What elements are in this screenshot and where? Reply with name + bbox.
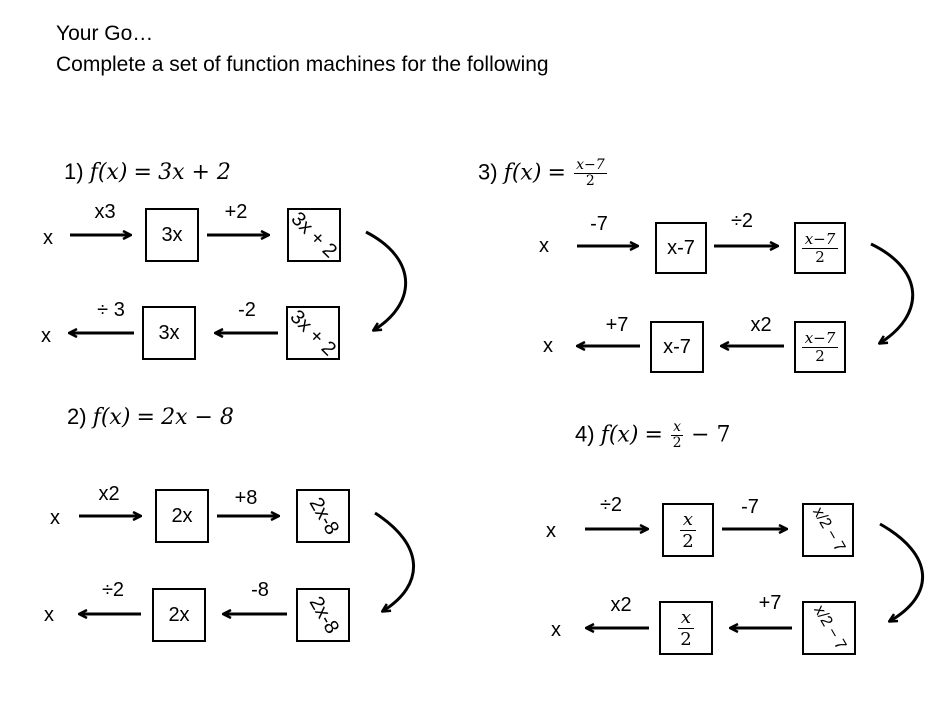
p3-forward-op1: -7 <box>590 213 608 235</box>
p4-inverse-op1: x2 <box>610 594 632 616</box>
p1-result-x: x <box>41 325 51 347</box>
p4-inverse-box1-denominator: 2 <box>680 628 692 650</box>
p2-forward-box2-text: 2x-8 <box>304 493 343 539</box>
p2-result-x: x <box>44 604 54 626</box>
p1-inverse-box1-text: 3x <box>158 321 180 344</box>
heading-your-go: Your Go… <box>56 22 154 45</box>
p1-forward-box1: 3x <box>145 208 199 262</box>
p3-forward-box2-fraction: x−7 2 <box>801 230 839 266</box>
p4-forward-op1: ÷2 <box>599 494 623 516</box>
p4-result-x: x <box>551 619 561 641</box>
p1-number: 1) <box>64 159 84 184</box>
p3-inverse-box2: x−7 2 <box>794 321 846 373</box>
p3-forward-box2-denominator: 2 <box>815 247 825 266</box>
heading-instructions: Complete a set of function machines for … <box>56 53 549 76</box>
p2-forward-box2: 2x-8 <box>296 489 350 543</box>
p2-expression: 2x − 8 <box>161 405 234 430</box>
p2-forward-box1: 2x <box>155 489 209 543</box>
p3-fraction-denominator: 2 <box>585 173 595 189</box>
p3-input-x: x <box>539 235 549 257</box>
p1-title: 1) f(x) = 3x + 2 <box>64 158 231 187</box>
p4-forward-box1-fraction: x 2 <box>679 509 697 552</box>
p1-inverse-op1: ÷ 3 <box>97 299 125 321</box>
p4-inverse-box1-fraction: x 2 <box>677 607 695 650</box>
p3-inverse-box1: x-7 <box>650 321 704 373</box>
p1-forward-box1-text: 3x <box>161 223 183 246</box>
p1-forward-op1: x3 <box>94 201 116 223</box>
p4-forward-box1-denominator: 2 <box>682 530 694 552</box>
p2-inverse-box2-text: 2x-8 <box>304 592 343 638</box>
p2-forward-op1: x2 <box>98 483 120 505</box>
p2-inverse-box2: 2x-8 <box>296 588 350 642</box>
p4-forward-box2: x/2 − 7 <box>802 503 854 557</box>
p1-inverse-box1: 3x <box>142 306 196 360</box>
p1-inverse-op2: -2 <box>238 299 256 321</box>
p4-fraction-numerator: x <box>671 419 683 436</box>
p2-inverse-op2: -8 <box>251 579 269 601</box>
p4-expression-tail: − 7 <box>691 422 731 448</box>
p1-forward-box2-text: 3x + 2 <box>287 208 341 262</box>
p2-equals: = <box>136 405 155 430</box>
p4-inverse-box1: x 2 <box>659 601 713 655</box>
p1-curve-arrow <box>365 230 408 330</box>
p1-function-name: f(x) <box>89 160 128 185</box>
p4-inverse-op2: +7 <box>758 592 782 614</box>
p4-fraction: x 2 <box>671 420 683 451</box>
p1-input-x: x <box>43 227 53 249</box>
p2-forward-box1-text: 2x <box>171 504 193 527</box>
p3-function-name: f(x) <box>503 160 542 186</box>
p4-equals: = <box>644 422 663 448</box>
p1-inverse-box2-text: 3x + 2 <box>286 306 340 360</box>
p3-inverse-op2: x2 <box>750 314 772 336</box>
p4-number: 4) <box>575 421 595 447</box>
p2-function-name: f(x) <box>92 405 131 430</box>
p1-inverse-box2: 3x + 2 <box>286 306 340 360</box>
p3-curve-arrow <box>870 242 915 343</box>
p3-forward-box1: x-7 <box>655 222 707 274</box>
p3-inverse-box2-numerator: x−7 <box>801 329 839 348</box>
p3-inverse-box1-text: x-7 <box>663 335 691 358</box>
p3-forward-box2-numerator: x−7 <box>801 230 839 249</box>
p3-forward-box2: x−7 2 <box>794 222 846 274</box>
p3-title: 3) f(x) = x−7 2 <box>478 158 609 189</box>
p1-expression: 3x + 2 <box>158 160 231 185</box>
p4-forward-op2: -7 <box>741 496 759 518</box>
p1-forward-box2: 3x + 2 <box>287 208 341 262</box>
p3-fraction: x−7 2 <box>574 158 607 189</box>
p3-inverse-box2-fraction: x−7 2 <box>801 329 839 365</box>
p3-result-x: x <box>543 335 553 357</box>
p4-fraction-denominator: 2 <box>672 435 682 451</box>
p4-inverse-box2: x/2 − 7 <box>802 601 856 655</box>
p2-input-x: x <box>50 507 60 529</box>
p2-inverse-box1: 2x <box>152 588 206 642</box>
p4-input-x: x <box>546 520 556 542</box>
p4-curve-arrow <box>879 522 925 621</box>
p3-number: 3) <box>478 159 498 185</box>
p2-forward-op2: +8 <box>234 487 258 509</box>
p4-inverse-box1-numerator: x <box>677 607 695 629</box>
p4-forward-box1: x 2 <box>662 503 714 557</box>
p2-inverse-op1: ÷2 <box>101 579 125 601</box>
p4-function-name: f(x) <box>600 422 639 448</box>
p4-inverse-box2-text: x/2 − 7 <box>809 602 849 653</box>
p3-equals: = <box>547 160 566 186</box>
p2-inverse-box1-text: 2x <box>168 603 190 626</box>
p2-curve-arrow <box>374 511 416 611</box>
p3-forward-op2: ÷2 <box>730 210 754 232</box>
p3-forward-box1-text: x-7 <box>667 236 695 259</box>
p4-title: 4) f(x) = x 2 − 7 <box>575 420 731 451</box>
p2-number: 2) <box>67 404 87 429</box>
p4-forward-box2-text: x/2 − 7 <box>808 504 848 555</box>
p4-forward-box1-numerator: x <box>679 509 697 531</box>
p2-title: 2) f(x) = 2x − 8 <box>67 403 234 432</box>
p3-fraction-numerator: x−7 <box>574 157 607 174</box>
p3-inverse-box2-denominator: 2 <box>815 346 825 365</box>
p3-inverse-op1: +7 <box>605 314 629 336</box>
p1-forward-op2: +2 <box>224 201 248 223</box>
p1-equals: = <box>133 160 152 185</box>
